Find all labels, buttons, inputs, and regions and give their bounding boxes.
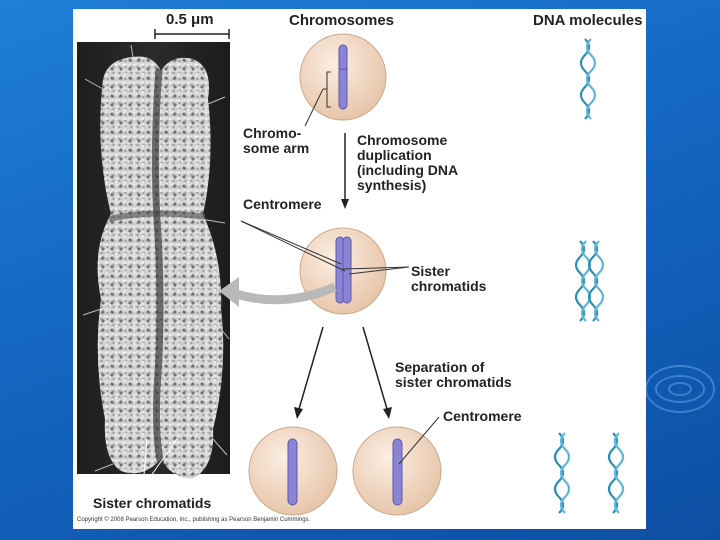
diagram-graphics <box>77 29 625 516</box>
scale-bar <box>154 29 230 39</box>
label-chromosome-duplication: Chromosome duplication (including DNA sy… <box>357 132 459 193</box>
chromosome-micrograph <box>77 42 230 488</box>
photo-pointer-arrow <box>231 282 337 305</box>
chromosome-right <box>392 438 403 506</box>
background-ripple <box>645 365 715 413</box>
slide-panel: 0.5 μm Chromosomes DNA molecules Chromo-… <box>73 9 646 529</box>
dna-helix-bottom-right <box>607 432 625 514</box>
arm-bracket <box>323 71 331 108</box>
label-sister-chromatids-photo: Sister chromatids <box>93 495 212 511</box>
duplication-arrow <box>341 133 349 209</box>
dna-helix-mid-left <box>574 240 592 322</box>
label-sister-chromatids: Sister chromatids <box>411 263 487 294</box>
separation-arrows <box>298 326 388 410</box>
header-dna-molecules: DNA molecules <box>533 12 643 29</box>
dna-helix-mid-right <box>587 240 605 322</box>
chromosome-left <box>287 438 298 506</box>
label-centromere-top: Centromere <box>243 196 322 212</box>
chromosome-single <box>338 44 348 110</box>
dna-helix-top <box>579 38 597 120</box>
label-separation: Separation of sister chromatids <box>395 359 512 390</box>
copyright-text: Copyright © 2008 Pearson Education, Inc.… <box>77 517 311 523</box>
sister-chromatid-right <box>342 236 352 304</box>
label-chromosome-arm: Chromo- some arm <box>243 125 310 156</box>
header-chromosomes: Chromosomes <box>289 12 395 29</box>
dna-helices <box>553 38 625 514</box>
label-centromere-bottom: Centromere <box>443 408 522 424</box>
dna-helix-bottom-left <box>553 432 571 514</box>
scale-bar-label: 0.5 μm <box>166 11 214 28</box>
background-ripple <box>668 382 692 396</box>
